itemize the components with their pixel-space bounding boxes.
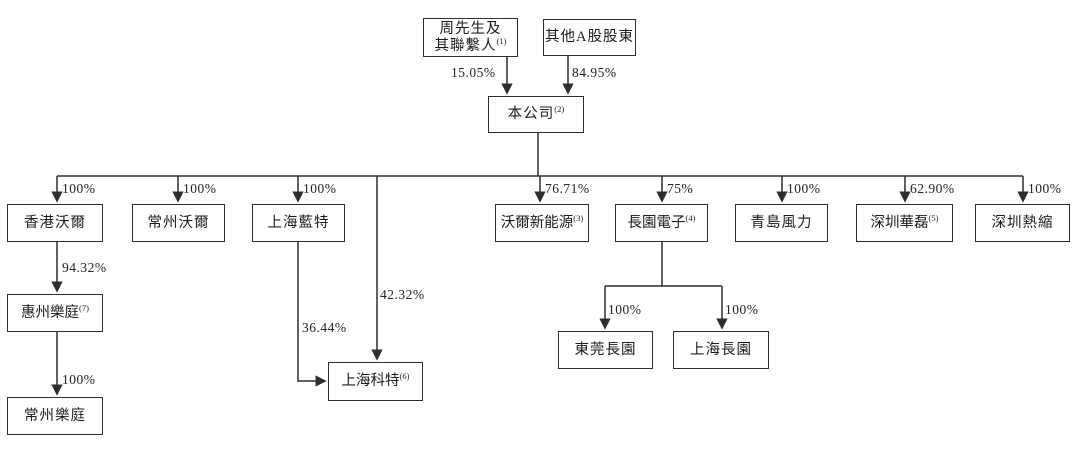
ownership-label-sh-kete-from-company: 42.32%: [380, 287, 425, 302]
ownership-label-cz-leting: 100%: [62, 372, 96, 387]
ownership-label-huizhou-leting: 94.32%: [62, 260, 107, 275]
node-sh-lante: 上海藍特: [252, 204, 345, 242]
node-changyuan-electronics: 長園電子(4): [615, 204, 708, 242]
node-huizhou-leting: 惠州樂庭(7): [7, 294, 103, 332]
ownership-label-sz-resuo: 100%: [1028, 181, 1062, 196]
node-cz-wall: 常州沃爾: [132, 204, 225, 242]
node-sh-kete: 上海科特(6): [328, 362, 423, 401]
ownership-label-wall-new-energy: 76.71%: [545, 181, 590, 196]
ownership-label-sh-kete-from-lante: 36.44%: [302, 320, 347, 335]
ownership-label-changyuan-elec: 75%: [667, 181, 694, 196]
ownership-label-sh-changyuan: 100%: [725, 302, 759, 317]
ownership-label-sh-lante: 100%: [303, 181, 337, 196]
ownership-label-dg-changyuan: 100%: [608, 302, 642, 317]
edge-sh-lante-to-sh-kete: [297, 242, 327, 387]
node-zhou-and-associates: 周先生及 其聯繫人(1): [423, 18, 518, 57]
node-sz-resuo: 深圳熱縮: [975, 204, 1070, 242]
node-sz-hualei: 深圳華磊(5): [856, 204, 953, 242]
ownership-label-cz-wall: 100%: [183, 181, 217, 196]
node-sh-changyuan: 上海長園: [673, 331, 769, 369]
node-cz-leting: 常州樂庭: [7, 397, 103, 435]
ownership-label-other-a: 84.95%: [572, 65, 617, 80]
node-dg-changyuan: 東莞長園: [558, 331, 653, 369]
node-other-a-shareholders: 其他A股股東: [543, 19, 636, 56]
node-wall-new-energy: 沃爾新能源(3): [495, 204, 589, 242]
node-hk-wall: 香港沃爾: [7, 204, 103, 242]
ownership-label-hk-wall: 100%: [62, 181, 96, 196]
node-company: 本公司(2): [488, 96, 584, 133]
node-qingdao-wind: 青島風力: [735, 204, 828, 242]
ownership-label-zhou: 15.05%: [451, 65, 496, 80]
ownership-label-qingdao-wind: 100%: [787, 181, 821, 196]
ownership-label-sz-hualei: 62.90%: [910, 181, 955, 196]
